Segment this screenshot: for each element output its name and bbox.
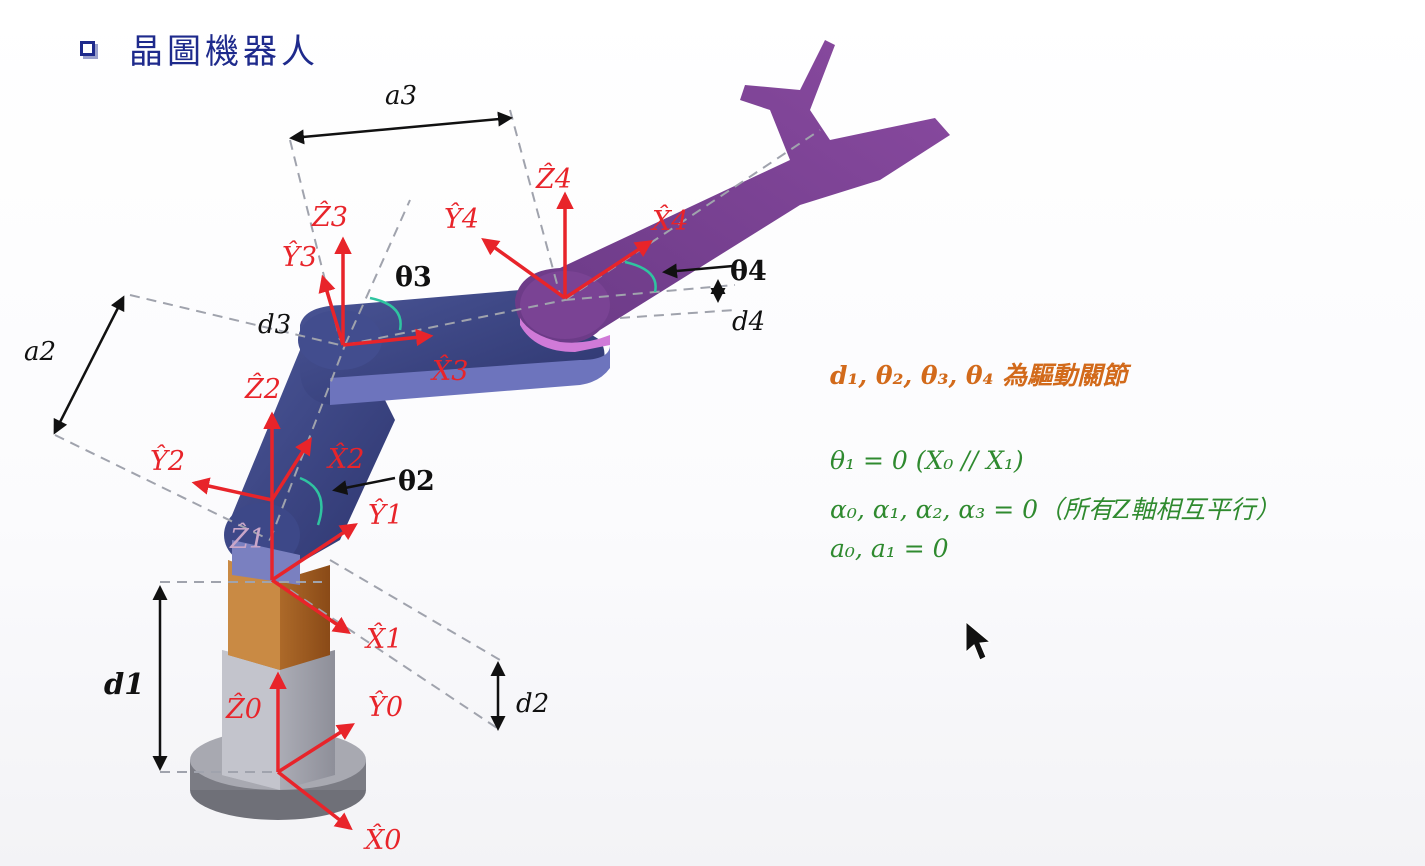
prismatic-link (228, 560, 330, 670)
bullet-square-icon (80, 40, 95, 56)
theta4-arc (624, 260, 657, 293)
axis-x3 (342, 328, 434, 347)
label-y4: Ŷ4 (444, 202, 479, 235)
label-d2: d2 (516, 689, 549, 719)
label-x3: X̂3 (430, 354, 468, 387)
label-theta4: θ4 (730, 256, 767, 287)
axis-y2 (191, 477, 273, 502)
axis-x2 (270, 437, 312, 501)
label-z0: Ẑ0 (225, 692, 262, 725)
label-x4: X̂4 (650, 204, 688, 237)
label-d4: d4 (732, 307, 765, 337)
label-z4: Ẑ4 (535, 162, 572, 195)
label-x2: X̂2 (326, 442, 364, 475)
note-drive-joints: d₁, θ₂, θ₃, θ₄ 為驅動關節 (830, 361, 1128, 390)
label-theta2: θ2 (398, 466, 435, 497)
label-d3: d3 (258, 310, 291, 340)
label-y0: Ŷ0 (368, 690, 403, 723)
label-a2: a2 (24, 337, 56, 367)
note-alphas: α₀, α₁, α₂, α₃ = 0（所有Z軸相互平行） (830, 495, 1281, 524)
label-x1: X̂1 (364, 622, 402, 655)
label-a3: a3 (385, 81, 417, 111)
label-x0: X̂0 (363, 823, 401, 856)
joint-angle-arcs (299, 260, 657, 526)
label-y2: Ŷ2 (150, 444, 185, 477)
axis-y1 (271, 523, 358, 582)
label-y3: Ŷ3 (282, 240, 317, 273)
axis-x0 (276, 770, 353, 831)
label-z1: Ẑ1 (229, 522, 266, 555)
label-y1: Ŷ1 (368, 498, 403, 531)
axis-y4 (481, 237, 567, 300)
axis-y3 (318, 274, 345, 346)
dimension-arrows (53, 111, 734, 771)
axis-x4 (564, 240, 653, 300)
note-a0-a1: a₀, a₁ = 0 (830, 534, 949, 563)
label-theta3: θ3 (395, 262, 432, 293)
mouse-cursor-icon (965, 620, 992, 661)
link-4-gripper (515, 40, 950, 352)
dashed-guides (54, 109, 821, 773)
axis-y0 (277, 723, 355, 774)
slide-title: 晶圖機器人 (80, 26, 319, 72)
note-theta1: θ₁ = 0 (X₀ // X₁) (830, 446, 1024, 475)
axis-x1 (271, 578, 351, 634)
theta2-arc (299, 476, 323, 526)
slide-title-text: 晶圖機器人 (129, 31, 319, 72)
theta3-arc (369, 296, 402, 331)
label-d1: d1 (104, 667, 144, 701)
label-z3: Ẑ3 (311, 200, 348, 233)
coordinate-axes (191, 191, 653, 831)
label-z2: Ẑ2 (244, 372, 281, 405)
